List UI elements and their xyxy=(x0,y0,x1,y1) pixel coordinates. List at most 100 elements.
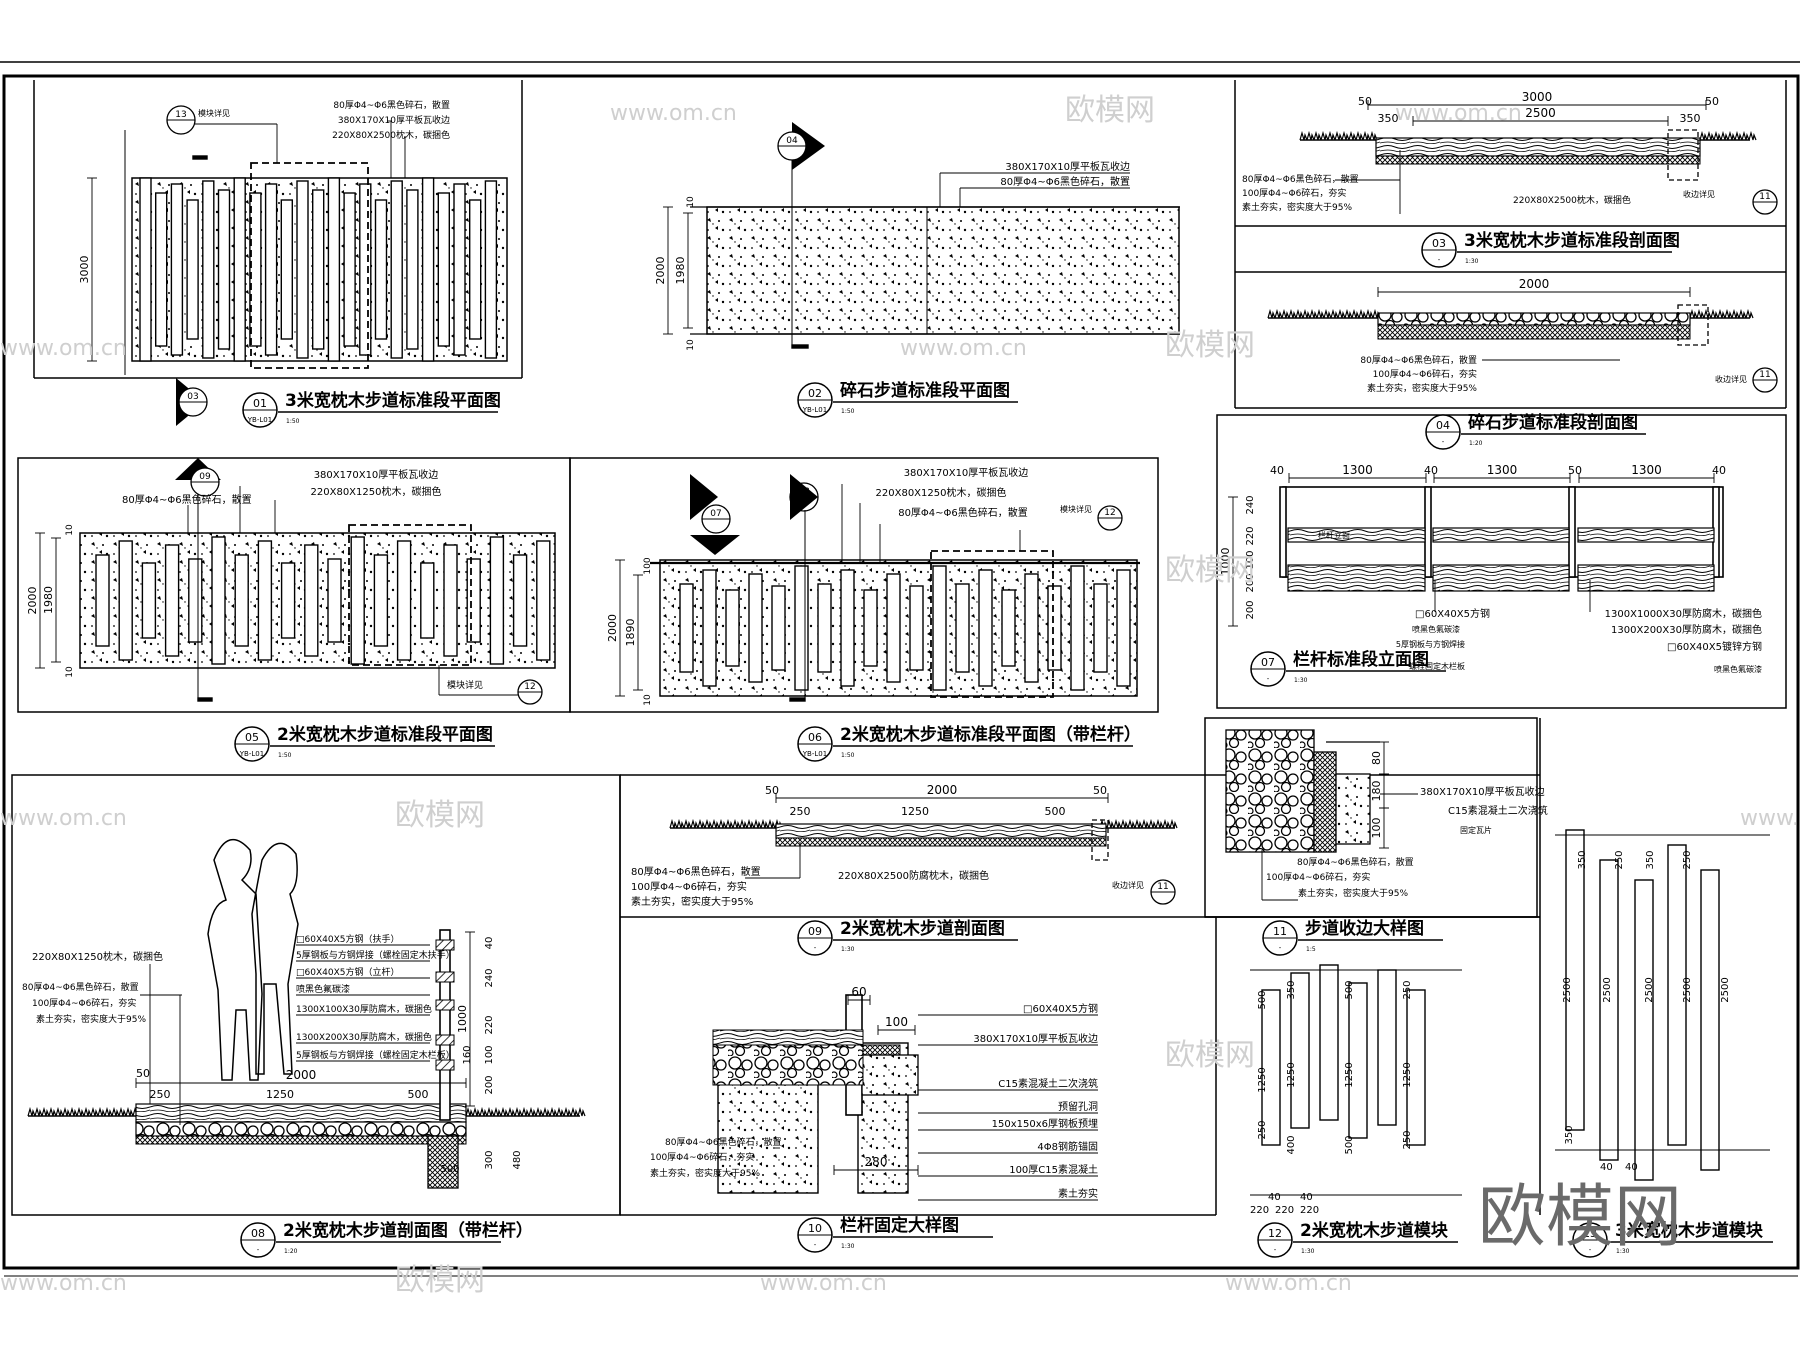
annotation-note: 80厚Φ4~Φ6黑色碎石，散置 xyxy=(333,99,450,111)
annotation-note: 80厚Φ4~Φ6黑色碎石，散置 xyxy=(1242,173,1359,185)
grass-hatch xyxy=(1689,308,1754,319)
annotation-note: 80厚Φ4~Φ6黑色碎石，散置 xyxy=(631,865,761,878)
sleeper-plank xyxy=(1070,565,1085,691)
dimension-value: 250 xyxy=(1402,980,1413,999)
dimension-value: 100 xyxy=(1245,550,1256,569)
section-marker xyxy=(790,474,818,520)
sleeper-plank xyxy=(771,585,786,671)
railing-post xyxy=(1279,486,1287,578)
footing xyxy=(427,1135,459,1189)
detail-tag-number: 11 xyxy=(1759,192,1770,202)
panel-number: 06 xyxy=(808,731,822,744)
railing-rail xyxy=(1577,527,1715,543)
panel-ref: - xyxy=(1267,675,1270,683)
dimension-value: 1300 xyxy=(1342,463,1373,477)
annotation-note: 80厚Φ4~Φ6黑色碎石，散置 xyxy=(898,506,1028,519)
section-marker xyxy=(690,535,740,555)
panel-title: 3米宽枕木步道标准段平面图 xyxy=(285,390,501,411)
detail-tag-number: 09 xyxy=(199,472,211,482)
dimension-value: 180 xyxy=(1370,781,1383,802)
annotation-note: 素土夯实，密实度大于95% xyxy=(1298,887,1408,899)
dimension-value: 500 xyxy=(440,1164,459,1175)
dimension-value: 220 xyxy=(1275,1205,1294,1216)
sleeper-plank xyxy=(312,189,325,350)
dimension-value: 350 xyxy=(1577,850,1588,869)
dimension-value: 2000 xyxy=(654,257,667,285)
sleeper-plank xyxy=(118,540,133,661)
dimension-value: 200 xyxy=(484,1075,495,1094)
detail-tag-number: 07 xyxy=(710,509,721,519)
concrete-block xyxy=(861,1054,919,1096)
dimension-value: 220 xyxy=(1250,1205,1269,1216)
sleeper-plank xyxy=(373,554,389,647)
grass-hatch xyxy=(27,1106,141,1117)
sleeper-plank xyxy=(343,192,356,347)
railing-post xyxy=(1568,486,1576,578)
annotation-note: 220X80X2500枕木，碳捆色 xyxy=(1513,194,1631,206)
dimension-value: 250 xyxy=(1257,1120,1268,1139)
section-marker xyxy=(690,474,718,520)
dimension-value: 1250 xyxy=(266,1088,294,1101)
dimension-value: 10 xyxy=(65,666,75,678)
watermark-text: www.om.cn xyxy=(760,1271,887,1296)
dimension-value: 220 xyxy=(484,1015,495,1034)
panel-scale: 1:50 xyxy=(278,752,292,759)
sleeper-plank xyxy=(186,199,199,340)
sleeper-plank xyxy=(1348,982,1368,1139)
railing-rail xyxy=(1287,527,1426,543)
sleeper-plank xyxy=(1116,569,1131,687)
dimension-value: 10 xyxy=(643,694,653,706)
dimension-value: 500 xyxy=(408,1088,429,1101)
person-silhouette xyxy=(251,842,299,1075)
panel-01-plan-3m: 300013-模块详见80厚Φ4~Φ6黑色碎石，散置380X170X10厚平板瓦… xyxy=(33,80,523,426)
panel-number: 04 xyxy=(1436,419,1450,432)
dimension-value: 1250 xyxy=(1257,1067,1268,1092)
panel-border xyxy=(1216,414,1787,709)
sleeper-plank xyxy=(1700,869,1720,1171)
annotation-note: 220X80X1250枕木，碳捆色 xyxy=(32,950,163,963)
sleeper-plank xyxy=(202,180,215,359)
annotation-note: 1300X1000X30厚防腐木，碳捆色 xyxy=(1605,607,1762,620)
module-outline xyxy=(348,524,472,666)
panel-title: 碎石步道标准段平面图 xyxy=(840,380,1010,401)
panel-06-plan-2m-railing: 200018901001008-07-380X170X10厚平板瓦收边220X8… xyxy=(569,457,1159,713)
dimension-value: 200 xyxy=(1245,600,1256,619)
sleeper-plank xyxy=(1634,879,1654,1181)
panel-scale: 1:30 xyxy=(841,1243,855,1250)
dimension-value: 300 xyxy=(484,1150,495,1169)
sleeper-plank xyxy=(536,540,551,661)
dimension-value: 500 xyxy=(1045,805,1066,818)
sleeper-plank xyxy=(1024,573,1039,683)
annotation-note: 80厚Φ4~Φ6黑色碎石，散置 xyxy=(1360,354,1477,366)
grass-hatch xyxy=(1267,308,1381,319)
section-arrow xyxy=(192,155,208,160)
sleeper-plank xyxy=(978,569,993,687)
panel-number: 13 xyxy=(1583,1227,1597,1240)
dimension-value: 100 xyxy=(484,1045,495,1064)
annotation-note: 素土夯实，密实度大于95% xyxy=(1367,382,1477,394)
dimension-value: 1000 xyxy=(1219,548,1232,576)
annotation-note: 收边详见 xyxy=(1112,880,1144,890)
watermark-text: www.om.cn xyxy=(0,1271,127,1296)
panel-number: 08 xyxy=(251,1227,265,1240)
section-arrow xyxy=(791,344,809,349)
dimension-value: 1250 xyxy=(901,805,929,818)
annotation-note: 固定瓦片 xyxy=(1460,825,1492,835)
sleeper-plank xyxy=(139,177,152,362)
dimension-value: 40 xyxy=(1270,464,1284,477)
panel-number: 01 xyxy=(253,397,267,410)
dimension-value: 10 xyxy=(686,196,696,208)
section-arrow xyxy=(789,697,806,702)
sleeper-plank xyxy=(359,183,372,356)
section-arrow xyxy=(197,697,213,702)
panel-scale: 1:30 xyxy=(841,946,855,953)
dimension-value: 1250 xyxy=(1286,1062,1297,1087)
dimension-value: 1000 xyxy=(456,1005,469,1033)
sleeper-plank xyxy=(233,177,246,362)
base-layer xyxy=(135,1135,467,1145)
sleeper-plank xyxy=(679,583,694,673)
